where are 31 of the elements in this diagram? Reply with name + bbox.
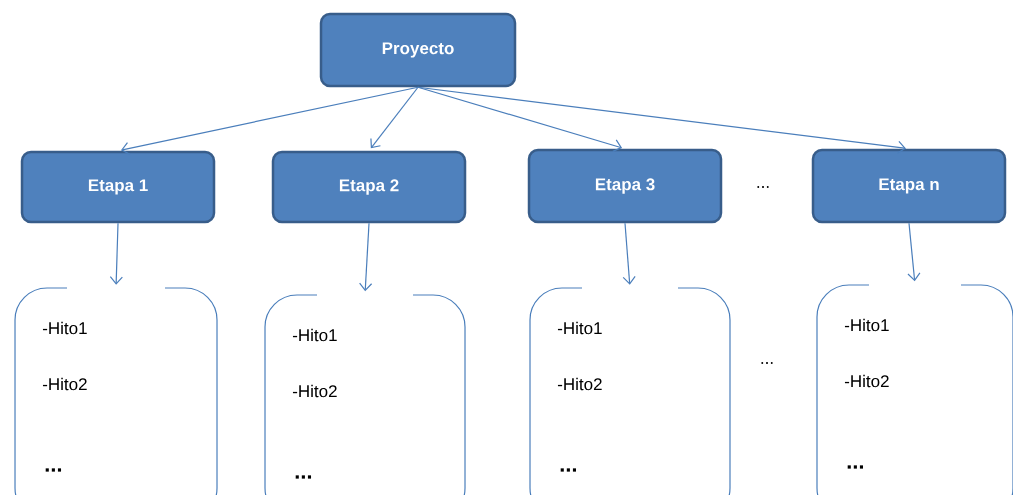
ellipsis: ... bbox=[560, 468, 577, 472]
arrow bbox=[907, 222, 921, 282]
arrow bbox=[417, 86, 623, 152]
list-item: -Hito2 bbox=[292, 384, 337, 398]
ellipsis: ... bbox=[295, 475, 312, 479]
bracket-box bbox=[14, 287, 218, 495]
stage-box: Etapa 3 bbox=[527, 148, 723, 224]
stage-box: Etapa n bbox=[811, 148, 1007, 224]
arrow bbox=[622, 222, 636, 285]
arrow bbox=[417, 86, 907, 154]
list-item: -Hito2 bbox=[557, 377, 602, 391]
list-item: -Hito1 bbox=[557, 321, 602, 335]
stage-box: Etapa 2 bbox=[271, 150, 467, 224]
ellipsis: ... bbox=[847, 465, 863, 469]
ellipsis: ... bbox=[761, 362, 773, 364]
list-item: -Hito2 bbox=[844, 374, 889, 388]
list-item: -Hito1 bbox=[42, 321, 87, 335]
arrow bbox=[359, 222, 373, 292]
arrow bbox=[370, 86, 419, 149]
stage-box: Etapa 1 bbox=[20, 150, 216, 224]
bracket-box bbox=[264, 294, 466, 495]
bracket-box bbox=[529, 287, 731, 495]
arrow bbox=[109, 222, 123, 285]
list-item: -Hito1 bbox=[844, 318, 889, 332]
stage-box: Proyecto bbox=[319, 12, 517, 88]
arrow bbox=[120, 86, 419, 155]
ellipsis: ... bbox=[45, 468, 62, 472]
list-item: -Hito2 bbox=[42, 377, 87, 391]
list-item: -Hito1 bbox=[292, 328, 337, 342]
bracket-box bbox=[816, 284, 1013, 495]
ellipsis: ... bbox=[757, 186, 769, 188]
